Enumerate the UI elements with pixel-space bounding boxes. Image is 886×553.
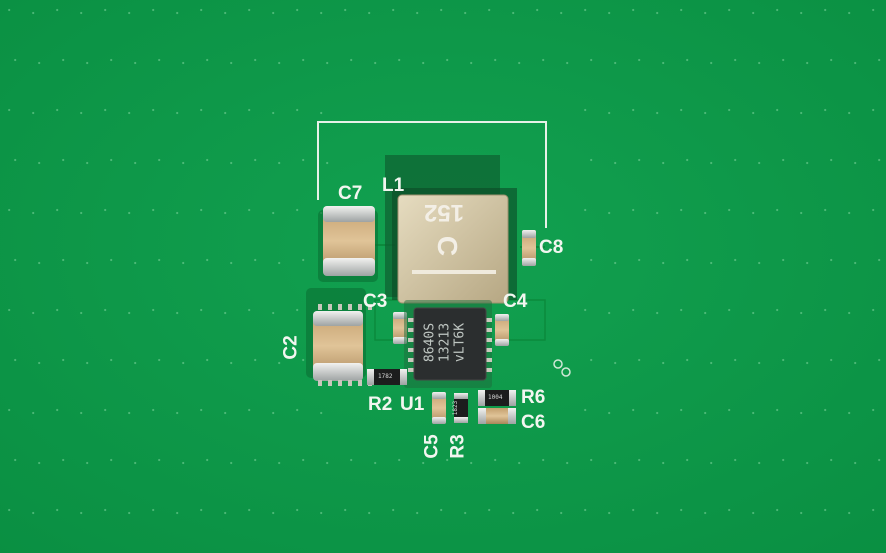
- label-r6: R6: [521, 387, 546, 408]
- l1-inductor: [385, 155, 517, 304]
- label-c5: C5: [421, 434, 443, 459]
- label-r3: R3: [447, 434, 469, 459]
- label-c7: C7: [338, 183, 363, 204]
- label-l1: L1: [382, 175, 405, 196]
- r2-resistor: [367, 369, 407, 385]
- c3-capacitor: [393, 312, 407, 344]
- label-c8: C8: [539, 237, 564, 258]
- c7-capacitor: [318, 206, 378, 282]
- ic-marking-line-3: vLT6K: [452, 322, 468, 363]
- r2-code: 1782: [378, 373, 393, 380]
- ic-marking-line-1: 8640S: [422, 322, 438, 363]
- label-r2: R2: [368, 394, 393, 415]
- label-c2: C2: [280, 335, 302, 360]
- via-pattern: [8, 8, 881, 515]
- c8-capacitor: [522, 230, 536, 266]
- label-c4: C4: [503, 291, 528, 312]
- r6-resistor: [478, 390, 516, 406]
- inductor-stripe: [412, 270, 496, 274]
- inductor-outline: [317, 121, 547, 228]
- label-c3: C3: [363, 291, 388, 312]
- c4-capacitor: [495, 314, 509, 346]
- r3-code: 1823: [452, 400, 460, 416]
- inductor-logo: C: [432, 235, 464, 257]
- c2-capacitor: [306, 288, 366, 381]
- c6-capacitor: [478, 408, 516, 424]
- inductor-marking: 152: [424, 199, 465, 226]
- u1-chip: [318, 300, 492, 388]
- test-pads: [553, 359, 571, 377]
- label-u1: U1: [400, 394, 425, 415]
- c5-capacitor: [432, 392, 446, 424]
- r3-resistor: [454, 393, 468, 423]
- r6-code: 1004: [488, 394, 503, 401]
- label-c6: C6: [521, 412, 546, 433]
- ic-marking-line-2: 13213: [437, 322, 453, 363]
